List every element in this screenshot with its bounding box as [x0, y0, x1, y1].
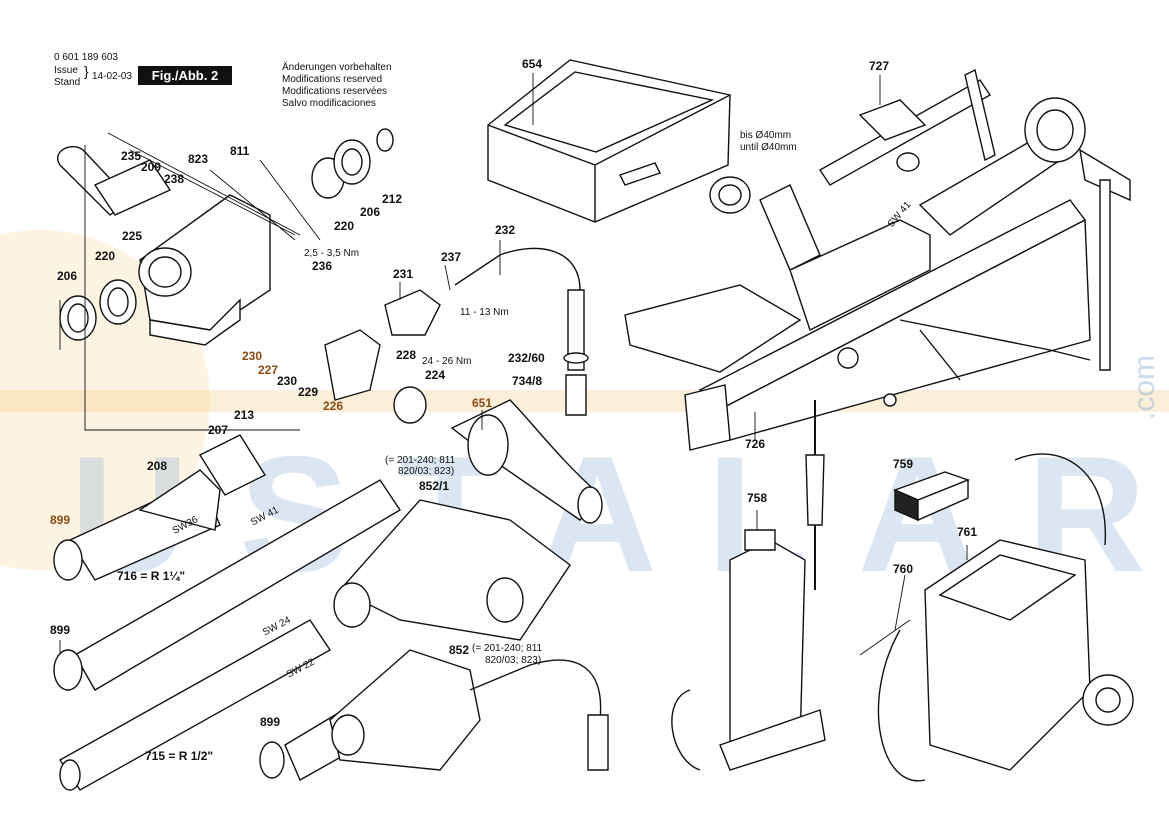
part-229: 229 — [298, 385, 319, 399]
part-734-8: 734/8 — [512, 374, 543, 388]
part-852-1: 852/1 — [419, 479, 450, 493]
water-tank-drawing — [671, 529, 826, 771]
stand-label: Stand — [54, 77, 81, 88]
water-swivel-drawing — [329, 499, 609, 771]
part-236: 236 — [312, 259, 333, 273]
part-231: 231 — [393, 267, 414, 281]
part-238: 238 — [164, 172, 185, 186]
part-716: 716 = R 1¼" — [117, 569, 186, 583]
figure-label: Fig./Abb. 2 — [138, 66, 232, 85]
part-715: 715 = R 1/2" — [145, 749, 214, 763]
document-number: 0 601 189 603 — [54, 52, 118, 63]
diameter-note-de: bis Ø40mm — [740, 130, 792, 141]
part-232: 232 — [495, 223, 516, 237]
part-852: 852 — [449, 643, 470, 657]
part-759: 759 — [893, 457, 914, 471]
part-224: 224 — [425, 368, 446, 382]
ref-852-1-line2: 820/03; 823) — [398, 466, 455, 477]
part-228: 228 — [396, 348, 417, 362]
part-213: 213 — [234, 408, 255, 422]
part-208: 208 — [147, 459, 168, 473]
issue-label: Issue — [54, 65, 78, 76]
adapter-parts-drawing — [324, 247, 603, 524]
part-230-upper: 230 — [242, 349, 263, 363]
torque-224: 24 - 26 Nm — [422, 356, 472, 367]
part-761: 761 — [957, 525, 978, 539]
part-209: 209 — [141, 160, 162, 174]
part-232-60: 232/60 — [508, 351, 545, 365]
part-225: 225 — [122, 229, 143, 243]
part-899-middle: 899 — [50, 623, 71, 637]
vacuum-cleaner-drawing — [877, 453, 1134, 782]
part-207: 207 — [208, 423, 229, 437]
seal-rings-drawing — [59, 128, 394, 341]
part-227: 227 — [258, 363, 279, 377]
part-758: 758 — [747, 491, 768, 505]
filter-box-drawing — [893, 471, 970, 522]
part-899-upper: 899 — [50, 513, 71, 527]
part-230-lower: 230 — [277, 374, 298, 388]
brace-glyph: } — [84, 63, 89, 79]
part-654: 654 — [522, 57, 543, 71]
torque-237: 11 - 13 Nm — [460, 307, 509, 318]
ref-852-line1: (= 201-240; 811 — [472, 643, 543, 654]
notice-de: Änderungen vorbehalten — [282, 62, 392, 73]
leader-lines — [59, 73, 968, 656]
notice-en: Modifications reserved — [282, 74, 383, 85]
part-212: 212 — [382, 192, 403, 206]
notice-fr: Modifications reservées — [282, 86, 388, 97]
part-760: 760 — [893, 562, 914, 576]
torque-236: 2,5 - 3,5 Nm — [304, 248, 360, 259]
part-220-lower: 220 — [95, 249, 116, 263]
part-823: 823 — [188, 152, 209, 166]
part-226: 226 — [323, 399, 344, 413]
ref-852-line2: 820/03; 823) — [485, 655, 542, 666]
issue-date: 14-02-03 — [92, 71, 133, 82]
drill-stand-drawing — [624, 97, 1131, 590]
ref-852-1-line1: (= 201-240; 811 — [385, 455, 456, 466]
part-237: 237 — [441, 250, 462, 264]
core-bit-adapters-drawing — [53, 434, 401, 791]
part-726: 726 — [745, 437, 766, 451]
gear-housing-drawing — [57, 146, 271, 346]
part-206-lower: 206 — [57, 269, 78, 283]
column-extension-drawing — [709, 68, 996, 271]
part-206-upper: 206 — [360, 205, 381, 219]
part-727: 727 — [869, 59, 890, 73]
part-899-lower: 899 — [260, 715, 281, 729]
diameter-note-en: until Ø40mm — [740, 142, 797, 153]
part-811: 811 — [230, 144, 250, 158]
notice-es: Salvo modificaciones — [282, 98, 376, 109]
tool-case-drawing — [487, 59, 731, 223]
part-220-upper: 220 — [334, 219, 355, 233]
part-235: 235 — [121, 149, 142, 163]
part-651: 651 — [472, 396, 493, 410]
